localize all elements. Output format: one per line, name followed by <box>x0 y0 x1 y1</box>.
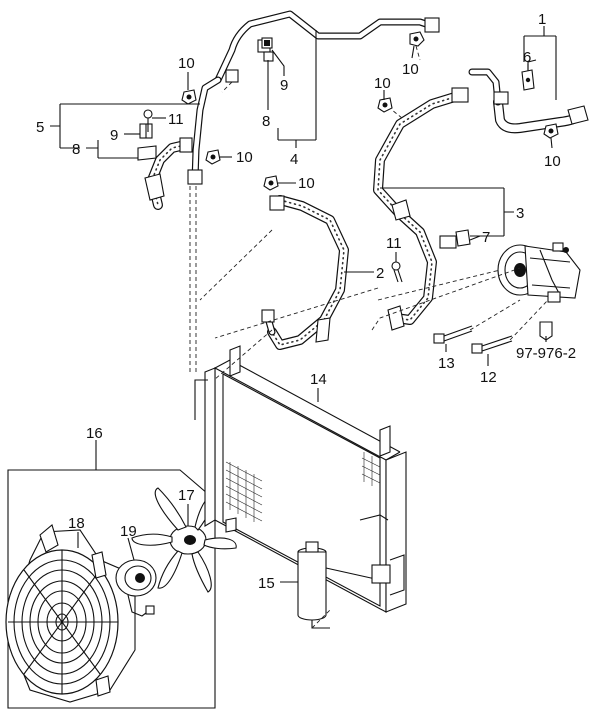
nut-10-pipe5 <box>205 149 221 165</box>
liquid-hose-2 <box>261 195 349 350</box>
fan-shroud <box>5 524 136 703</box>
callout-13: 13 <box>438 355 455 372</box>
condenser-fins-left <box>225 461 263 522</box>
bolt-11b <box>391 261 403 283</box>
receiver-drier <box>297 541 391 629</box>
callout-11-right: 11 <box>386 235 402 252</box>
callout-9-top: 9 <box>280 77 288 94</box>
callout-16: 16 <box>86 425 103 442</box>
fan-motor <box>115 559 157 617</box>
callout-19: 19 <box>120 523 137 540</box>
nut-10-hose1 <box>543 123 559 139</box>
callout-10-left: 10 <box>178 55 195 72</box>
suction-hose-1 <box>468 59 589 134</box>
callout-10-mid: 10 <box>374 75 391 92</box>
callout-2: 2 <box>376 265 384 282</box>
callout-10-right: 10 <box>544 153 561 170</box>
condenser-fins-right <box>361 449 381 486</box>
bolt-11a <box>143 109 153 132</box>
bracket-8a <box>263 51 274 62</box>
callout-7: 7 <box>482 229 490 246</box>
nut-10-hose3 <box>377 97 393 113</box>
bolt-13 <box>433 325 473 344</box>
callout-10-pipe: 10 <box>236 149 253 166</box>
callout-10-top: 10 <box>402 61 419 78</box>
assembly-dashed-lines <box>189 45 549 381</box>
callout-8-top: 8 <box>262 113 270 130</box>
oring-97-976-2 <box>539 321 553 341</box>
callout-10-hose: 10 <box>298 175 315 192</box>
nut-10-pipe4 <box>409 31 425 47</box>
callout-3: 3 <box>516 205 524 222</box>
bolt-12 <box>471 335 513 354</box>
callout-4: 4 <box>290 151 298 168</box>
nut-10-hose2 <box>263 175 279 191</box>
cooling-fan <box>131 487 237 593</box>
callout-11-left: 11 <box>168 111 184 128</box>
nut-10-bracket <box>181 89 197 105</box>
callout-1: 1 <box>538 11 546 28</box>
callout-5: 5 <box>36 119 44 136</box>
clamp-9b <box>139 123 153 139</box>
bracket-8b <box>137 145 157 161</box>
callout-97-976-2: 97-976-2 <box>516 345 576 362</box>
callout-14: 14 <box>310 371 327 388</box>
callout-6: 6 <box>523 49 531 66</box>
fan-assembly-group <box>7 440 216 709</box>
callout-12: 12 <box>480 369 497 386</box>
callout-labels: 1 6 10 10 9 10 8 5 11 9 8 10 4 10 10 3 7… <box>36 11 576 592</box>
callout-17: 17 <box>178 487 195 504</box>
callout-15: 15 <box>258 575 275 592</box>
suction-pipe-4 <box>187 10 440 185</box>
bracket-6 <box>521 69 535 91</box>
compressor <box>497 242 581 303</box>
callout-8-left: 8 <box>72 141 80 158</box>
clamp-9a <box>261 37 273 49</box>
liquid-pipe-5 <box>144 137 193 210</box>
leader-lines <box>50 26 557 583</box>
callout-9-left: 9 <box>110 127 118 144</box>
bracket-7 <box>455 229 471 247</box>
condenser <box>194 345 407 613</box>
discharge-hose-3 <box>373 87 469 331</box>
callout-18: 18 <box>68 515 85 532</box>
